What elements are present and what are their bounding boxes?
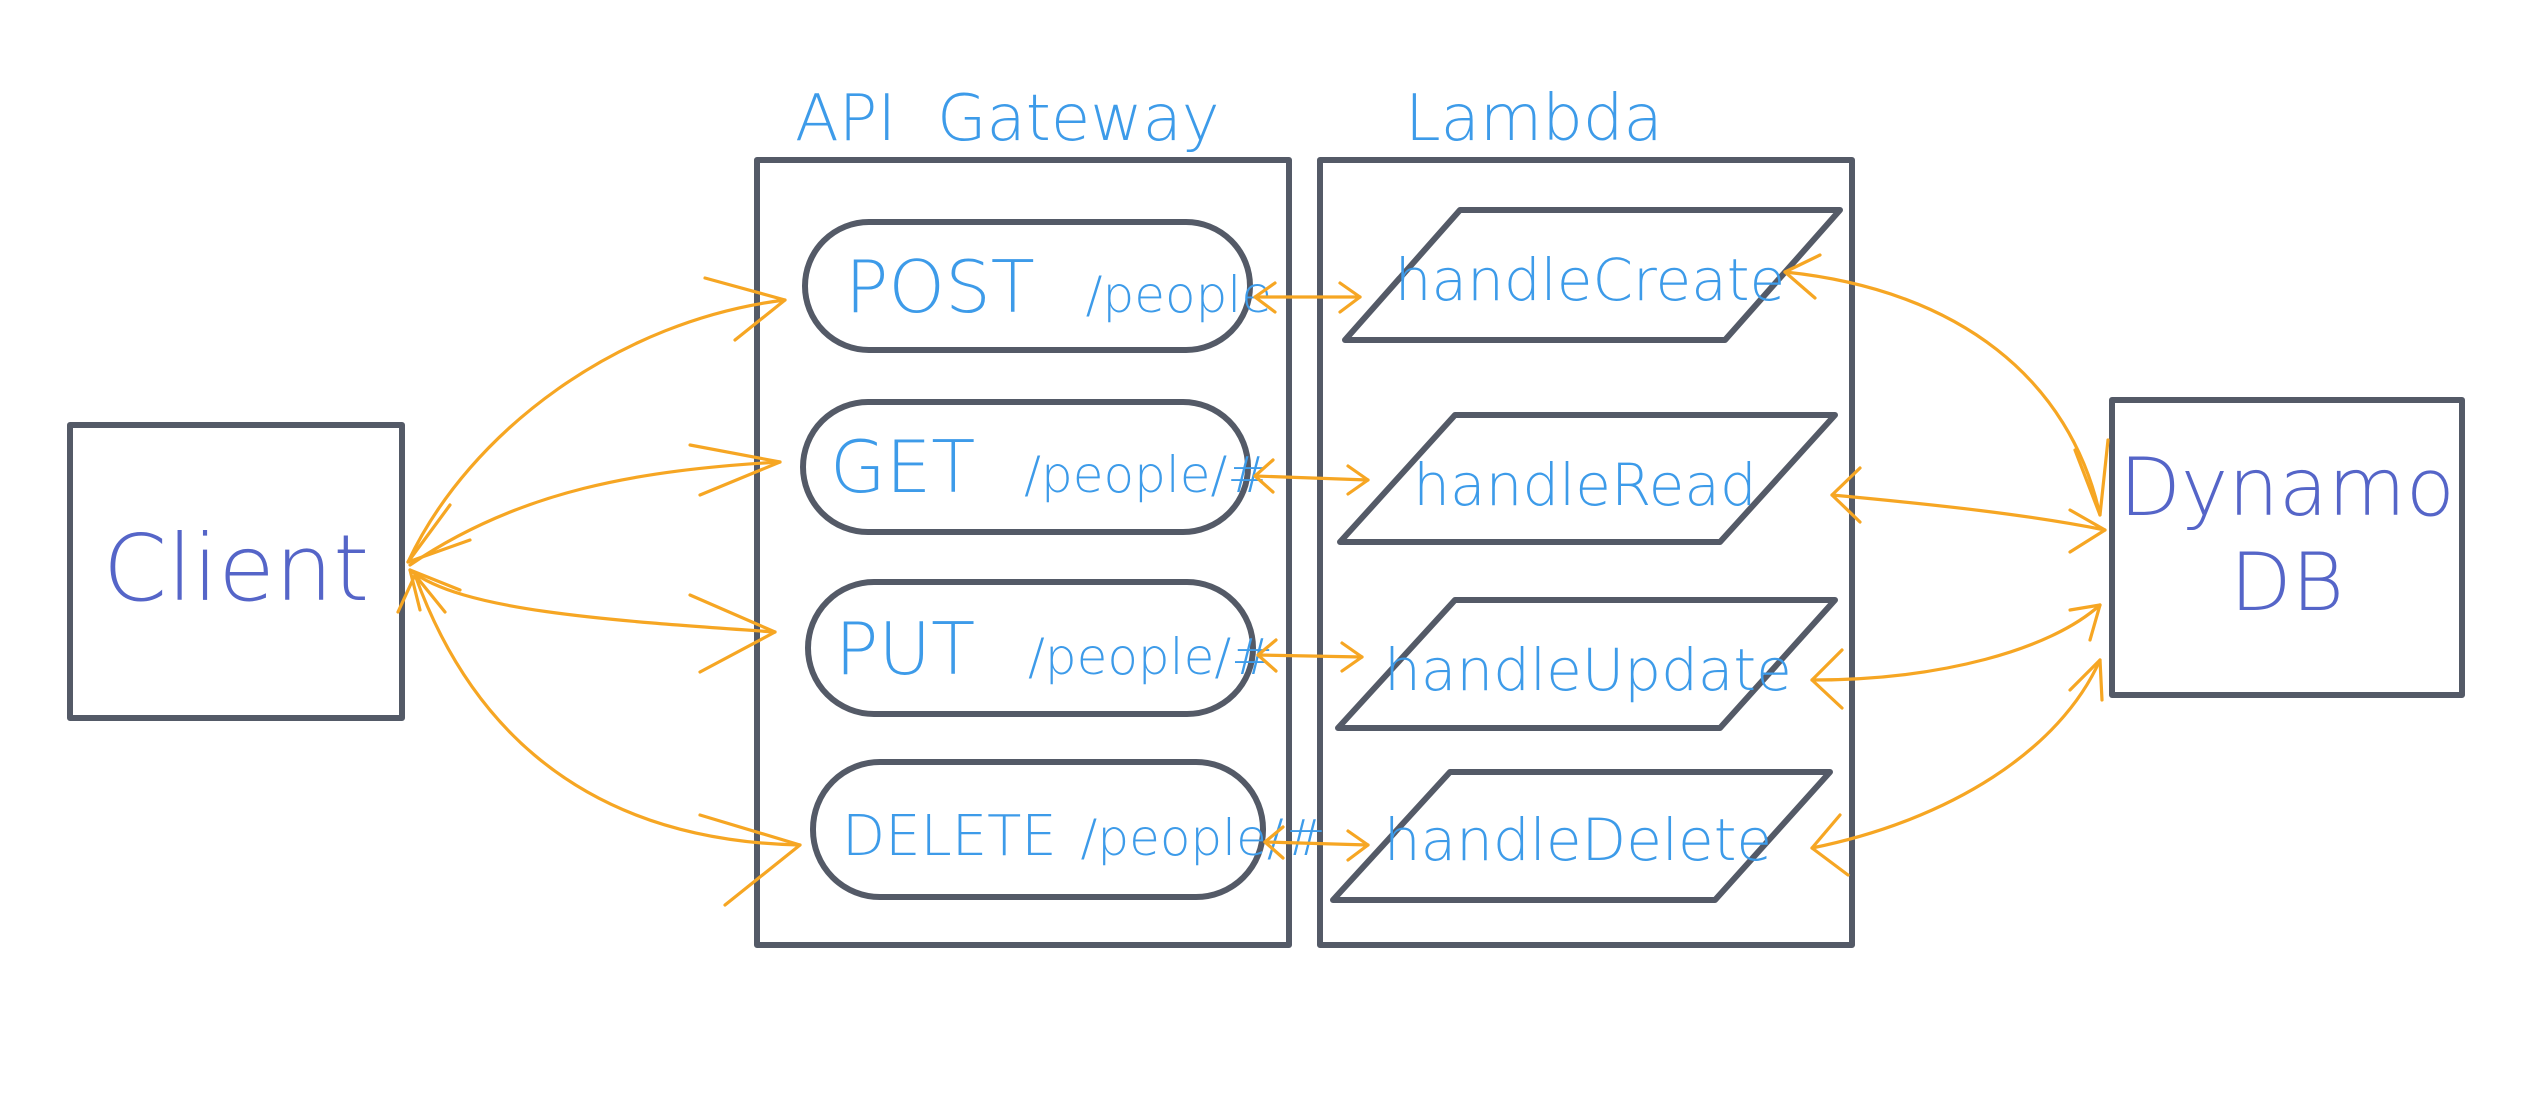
route-method: POST — [845, 245, 1035, 329]
connector-delete-dynamo — [1810, 658, 2104, 877]
connector-get-read — [1253, 458, 1370, 496]
route-path: /people/# — [1081, 809, 1326, 867]
handler-handle-delete: handleDelete — [1330, 769, 1833, 903]
handler-label: handleCreate — [1395, 246, 1785, 314]
connector-client-delete — [396, 573, 802, 907]
route-method: DELETE — [842, 804, 1057, 869]
client-node: Client — [67, 422, 405, 721]
handler-label: handleRead — [1413, 451, 1756, 519]
route-put-people-id: PUT /people/# — [805, 579, 1273, 717]
connector-read-dynamo — [1830, 466, 2107, 554]
route-method: GET — [830, 425, 975, 509]
connector-post-create — [1253, 281, 1362, 314]
route-get-people-id: GET /people/# — [800, 399, 1269, 535]
route-post-people: POST /people — [802, 219, 1272, 353]
connector-client-get — [408, 443, 782, 567]
route-method: PUT — [835, 607, 975, 691]
handler-handle-create: handleCreate — [1342, 207, 1843, 343]
route-path: /people — [1086, 266, 1272, 324]
route-label: POST /people — [845, 245, 1272, 329]
dynamodb-label-line1: Dynamo — [2119, 441, 2455, 534]
lambda-title: Lambda — [1405, 82, 1663, 156]
handler-label: handleDelete — [1384, 806, 1772, 874]
connector-put-update — [1256, 638, 1364, 673]
route-delete-people-id: DELETE /people/# — [810, 759, 1326, 900]
connector-update-dynamo — [1810, 603, 2102, 710]
connector-client-put — [408, 568, 777, 674]
dynamodb-label-line2: DB — [2230, 536, 2344, 629]
route-path: /people/# — [1028, 628, 1273, 686]
route-label: GET /people/# — [830, 425, 1269, 509]
handler-handle-read: handleRead — [1337, 412, 1838, 545]
connector-delete-delete — [1263, 825, 1370, 862]
handler-label: handleUpdate — [1384, 636, 1792, 704]
client-label: Client — [103, 515, 369, 622]
dynamodb-node: Dynamo DB — [2109, 397, 2465, 698]
route-label: PUT /people/# — [835, 607, 1273, 691]
connector-create-dynamo — [1783, 253, 2110, 517]
route-path: /people/# — [1024, 446, 1269, 504]
route-label: DELETE /people/# — [842, 804, 1326, 869]
handler-handle-update: handleUpdate — [1335, 597, 1838, 731]
api-gateway-title: API Gateway — [795, 82, 1220, 156]
connector-client-post — [406, 276, 787, 564]
